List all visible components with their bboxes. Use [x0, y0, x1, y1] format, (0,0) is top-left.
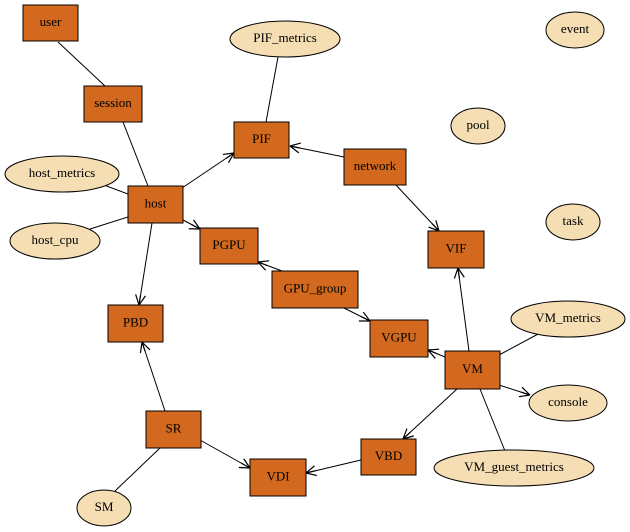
edge-sr-sm — [114, 447, 161, 492]
node-vm[interactable]: VM — [444, 350, 501, 390]
edge-session-host — [122, 121, 149, 187]
node-sr-label: SR — [166, 420, 182, 435]
node-host-metrics[interactable]: host_metrics — [4, 155, 120, 193]
node-pif-metrics[interactable]: PIF_metrics — [229, 20, 341, 58]
edge-vm-vm-metrics — [498, 332, 541, 356]
node-vdi-label: VDI — [266, 468, 289, 483]
edge-gpu-group-vgpu — [343, 307, 371, 322]
edge-sr-pbd — [139, 341, 166, 412]
edge-vm-vbd — [402, 388, 458, 440]
node-vbd[interactable]: VBD — [360, 438, 417, 476]
node-network-label: network — [354, 158, 397, 173]
node-task-label: task — [563, 213, 584, 228]
node-vif[interactable]: VIF — [427, 230, 485, 269]
node-pbd[interactable]: PBD — [107, 304, 164, 343]
node-console-label: console — [548, 394, 588, 409]
edge-network-pif — [289, 142, 345, 158]
node-vgpu-label: VGPU — [381, 329, 417, 344]
edge-host-pgpu — [182, 219, 201, 230]
node-vgpu[interactable]: VGPU — [369, 319, 429, 358]
node-host-label: host — [145, 195, 167, 210]
node-host-cpu[interactable]: host_cpu — [9, 222, 101, 260]
edge-pif-metrics-pif — [265, 56, 279, 123]
edge-sr-vdi — [199, 439, 251, 469]
node-gpu-group[interactable]: GPU_group — [271, 270, 359, 309]
node-pgpu[interactable]: PGPU — [199, 227, 259, 265]
edge-host-host-cpu — [89, 216, 129, 230]
node-event[interactable]: event — [545, 11, 605, 49]
edge-host-pif — [181, 152, 235, 189]
node-task[interactable]: task — [545, 203, 601, 241]
edge-vm-console — [498, 384, 531, 398]
node-pgpu-label: PGPU — [212, 237, 246, 252]
edge-host-pbd — [135, 222, 153, 306]
node-user-label: user — [40, 14, 62, 29]
node-pif[interactable]: PIF — [233, 121, 290, 159]
node-user[interactable]: user — [22, 4, 79, 42]
node-vm-guest-metrics[interactable]: VM_guest_metrics — [433, 449, 595, 487]
node-vdi[interactable]: VDI — [249, 458, 307, 497]
relationship-edges — [57, 41, 541, 492]
edge-gpu-group-pgpu — [257, 260, 283, 272]
node-session-label: session — [94, 95, 132, 110]
node-console[interactable]: console — [528, 384, 608, 422]
node-sm-label: SM — [95, 499, 114, 514]
node-session[interactable]: session — [83, 85, 143, 123]
node-pbd-label: PBD — [123, 314, 148, 329]
node-pool[interactable]: pool — [450, 107, 506, 145]
edge-vm-vif — [453, 267, 470, 352]
node-vbd-label: VBD — [375, 448, 402, 463]
node-host-cpu-label: host_cpu — [32, 232, 79, 247]
node-vm-metrics[interactable]: VM_metrics — [510, 300, 626, 338]
node-pif-label: PIF — [252, 131, 271, 146]
node-host[interactable]: host — [127, 185, 184, 224]
edge-user-session — [57, 41, 106, 87]
node-sm[interactable]: SM — [76, 489, 132, 527]
edge-vm-vgpu — [427, 348, 446, 359]
node-pool-label: pool — [466, 117, 490, 132]
node-vm-metrics-label: VM_metrics — [535, 310, 601, 325]
node-event-label: event — [561, 21, 590, 36]
node-gpu-group-label: GPU_group — [284, 280, 347, 295]
node-network[interactable]: network — [343, 148, 407, 186]
edge-vbd-vdi — [305, 459, 362, 477]
node-host-metrics-label: host_metrics — [29, 165, 95, 180]
node-vif-label: VIF — [446, 240, 467, 255]
node-sr[interactable]: SR — [145, 410, 202, 449]
node-pif-metrics-label: PIF_metrics — [253, 30, 317, 45]
edge-network-vif — [394, 183, 440, 232]
edge-vm-vm-guest-metrics — [479, 388, 506, 452]
node-vm-guest-metrics-label: VM_guest_metrics — [464, 459, 564, 474]
node-vm-label: VM — [462, 361, 483, 376]
